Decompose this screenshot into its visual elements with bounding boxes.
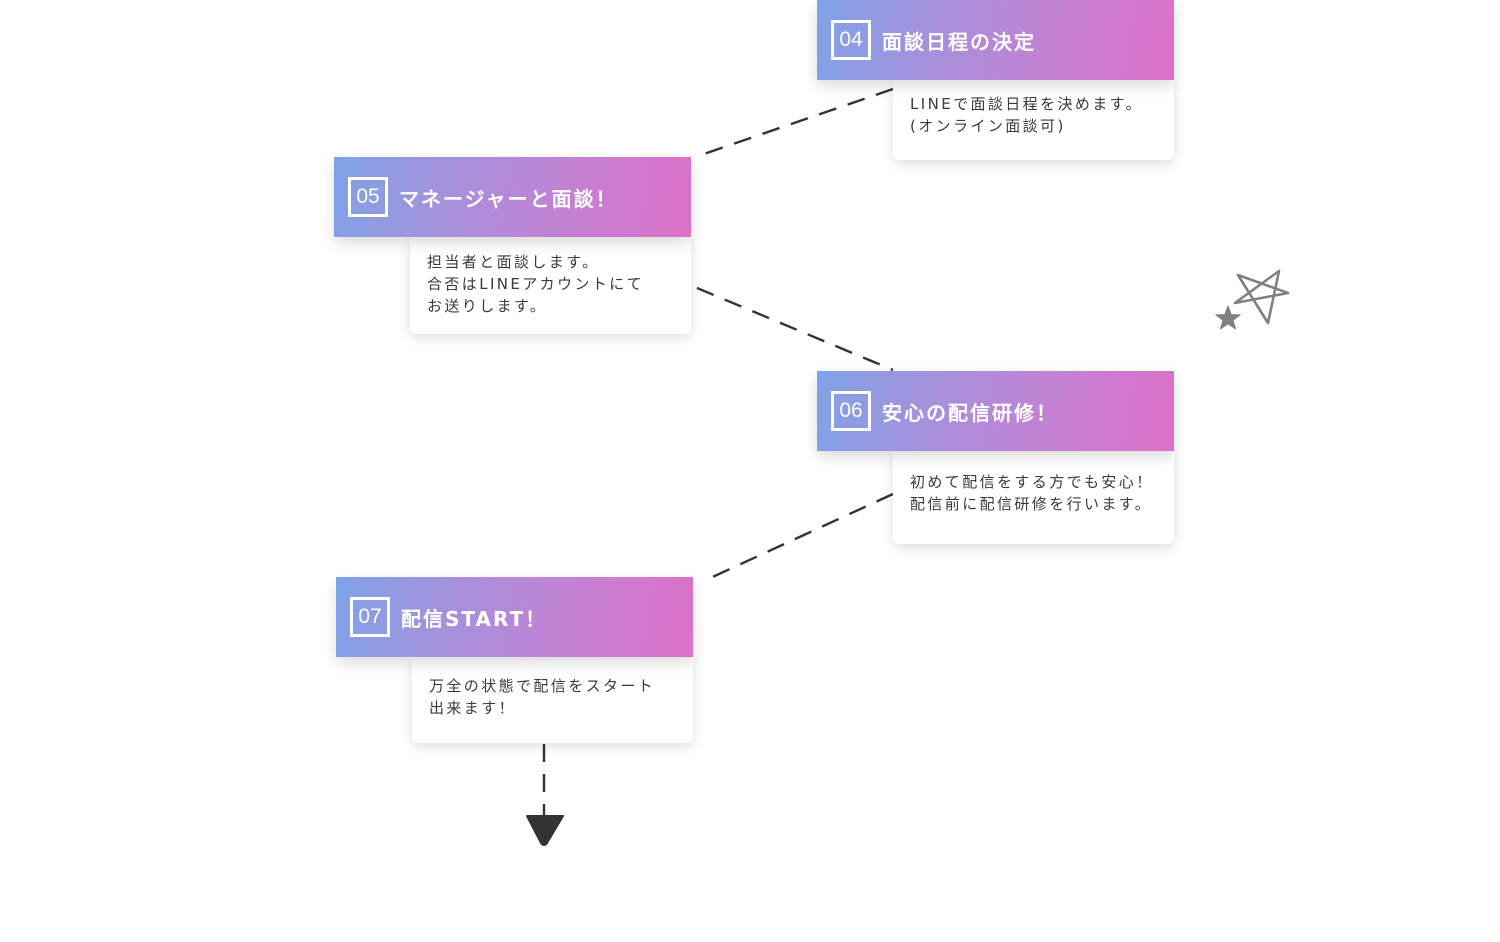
- step-title: マネージャーと面談！: [399, 186, 618, 211]
- step-card: 初めて配信をする方でも安心！ 配信前に配信研修を行います。: [893, 451, 1174, 544]
- step-description: 初めて配信をする方でも安心！ 配信前に配信研修を行います。: [910, 473, 1154, 513]
- step-number: 06: [831, 391, 871, 431]
- step-description: 万全の状態で配信をスタート 出来ます！: [429, 677, 656, 717]
- step-number: 04: [831, 20, 871, 60]
- step-header: 04 面談日程の決定: [817, 0, 1174, 80]
- outline-star-icon: [1233, 269, 1290, 325]
- step-card: 担当者と面談します。 合否はLINEアカウントにて お送りします。: [410, 237, 691, 334]
- connector-06-07: [705, 492, 894, 582]
- filled-star-icon: [1215, 305, 1241, 330]
- connector-04-05: [697, 87, 894, 158]
- step-header: 05 マネージャーと面談！: [334, 157, 691, 237]
- step-card: 万全の状態で配信をスタート 出来ます！: [412, 657, 693, 743]
- step-number: 07: [350, 597, 390, 637]
- step-header: 06 安心の配信研修！: [817, 371, 1174, 451]
- step-description: LINEで面談日程を決めます。 (オンライン面談可): [910, 95, 1143, 135]
- step-header: 07 配信START！: [336, 577, 693, 657]
- step-title: 面談日程の決定: [882, 29, 1036, 54]
- arrow-down-icon: [526, 815, 564, 846]
- connector-05-06: [696, 286, 894, 372]
- step-description: 担当者と面談します。 合否はLINEアカウントにて お送りします。: [427, 253, 645, 315]
- step-title: 安心の配信研修！: [882, 400, 1058, 425]
- step-title: 配信START！: [401, 606, 548, 631]
- step-card: LINEで面談日程を決めます。 (オンライン面談可): [893, 80, 1174, 160]
- stars-icon: [1215, 269, 1290, 330]
- step-number: 05: [348, 177, 388, 217]
